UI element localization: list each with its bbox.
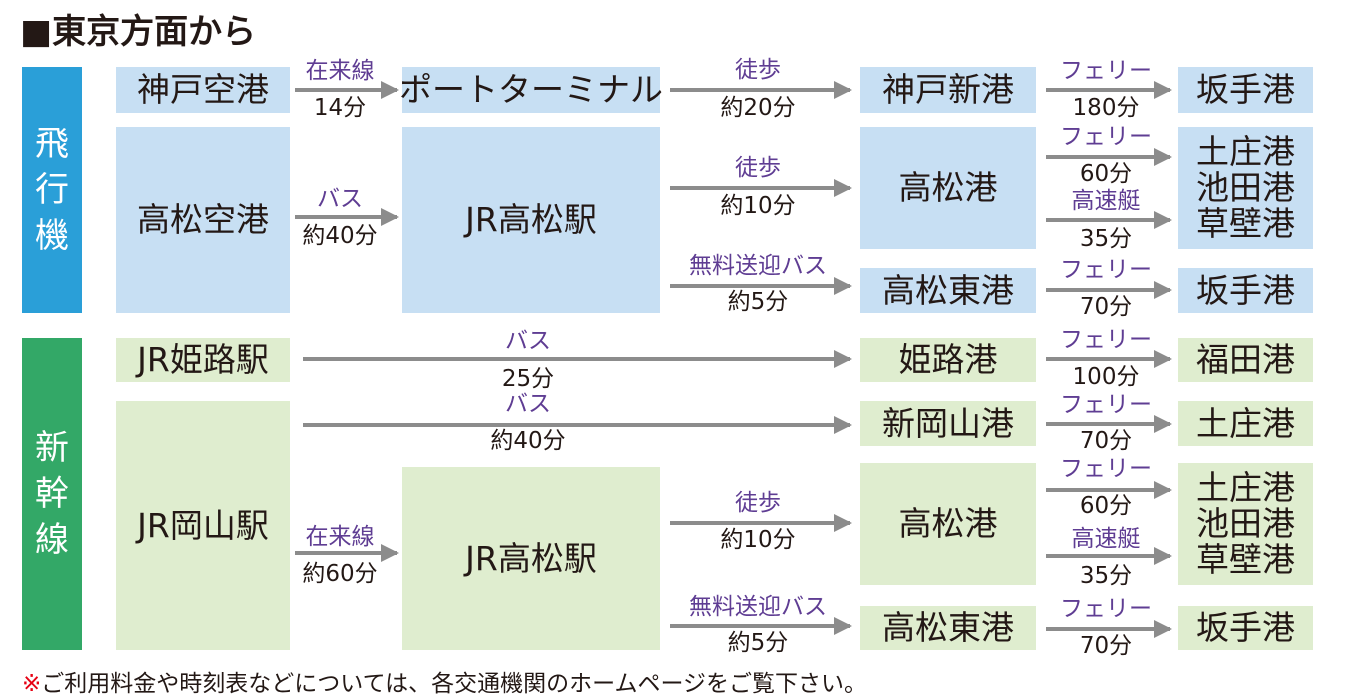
route-time: 60分	[1079, 161, 1133, 187]
box-sakate-port: 坂手港	[1178, 606, 1313, 650]
box-takamatsu-port: 高松港	[860, 463, 1036, 585]
route-mode: 高速艇	[1071, 526, 1141, 552]
box-sakate-port: 坂手港	[1178, 268, 1313, 313]
route-arrow	[303, 416, 852, 434]
route-arrow	[1046, 81, 1172, 99]
box-takamatsu-higashi-port: 高松東港	[860, 268, 1036, 313]
port-name: 草壁港	[1196, 540, 1295, 579]
box-tonosho-port: 土庄港	[1178, 401, 1313, 446]
box-jr-himeji-station: JR姫路駅	[116, 338, 290, 382]
section-shinkansen-char: 幹	[35, 474, 69, 514]
route-mode: フェリー	[1060, 327, 1152, 353]
route-arrow	[1046, 415, 1172, 433]
note-mark: ※	[22, 671, 42, 697]
box-jr-okayama-station: JR岡山駅	[116, 401, 290, 650]
route-mode: バス	[505, 391, 551, 417]
route-time: 35分	[1079, 563, 1133, 589]
route-time: 約5分	[727, 630, 789, 656]
box-shodoshima-ports: 土庄港 池田港 草壁港	[1178, 127, 1313, 249]
route-time: 約20分	[720, 95, 796, 121]
box-takamatsu-airport: 高松空港	[116, 127, 290, 313]
route-time: 70分	[1079, 428, 1133, 454]
route-mode: 徒歩	[735, 155, 781, 181]
route-arrow	[295, 208, 399, 226]
route-mode: フェリー	[1060, 596, 1152, 622]
route-mode: 在来線	[305, 58, 375, 84]
route-arrow	[670, 277, 852, 295]
route-time: 180分	[1072, 95, 1140, 121]
route-mode: 高速艇	[1071, 188, 1141, 214]
route-mode: 無料送迎バス	[689, 594, 827, 620]
route-arrow	[295, 81, 399, 99]
route-arrow	[1046, 547, 1172, 565]
route-arrow	[1046, 281, 1172, 299]
route-time: 70分	[1079, 294, 1133, 320]
note-text: ご利用料金や時刻表などについては、各交通機関のホームページをご覧下さい。	[41, 671, 867, 697]
page-title: ■東京方面から	[20, 12, 257, 52]
route-time: 14分	[313, 95, 367, 121]
route-arrow	[1046, 620, 1172, 638]
route-mode: 在来線	[305, 524, 375, 550]
box-sakate-port: 坂手港	[1178, 67, 1313, 113]
section-shinkansen-char: 新	[35, 428, 69, 468]
route-arrow	[670, 179, 852, 197]
box-port-terminal: ポートターミナル	[399, 67, 663, 113]
box-fukuda-port: 福田港	[1178, 338, 1313, 382]
port-name: 土庄港	[1196, 132, 1295, 171]
section-shinkansen-bar: 新 幹 線	[22, 338, 82, 650]
route-time: 70分	[1079, 633, 1133, 659]
route-arrow	[295, 544, 399, 562]
box-takamatsu-port: 高松港	[860, 127, 1036, 249]
route-time: 100分	[1072, 364, 1140, 390]
route-time: 25分	[501, 366, 555, 392]
section-airplane-char: 行	[35, 170, 69, 210]
section-shinkansen-char: 線	[35, 520, 69, 560]
route-mode: バス	[317, 186, 363, 212]
route-mode: フェリー	[1060, 456, 1152, 482]
route-mode: フェリー	[1060, 124, 1152, 150]
route-time: 約40分	[302, 223, 378, 249]
box-jr-takamatsu-station: JR高松駅	[402, 467, 660, 650]
port-name: 池田港	[1196, 504, 1295, 543]
route-time: 約60分	[302, 561, 378, 587]
footnote: ※ご利用料金や時刻表などについては、各交通機関のホームページをご覧下さい。	[22, 664, 867, 698]
port-name: 池田港	[1196, 168, 1295, 207]
route-time: 約10分	[720, 193, 796, 219]
route-mode: フェリー	[1060, 392, 1152, 418]
route-time: 約5分	[727, 289, 789, 315]
route-mode: 徒歩	[735, 57, 781, 83]
section-airplane-char: 飛	[35, 124, 69, 164]
route-mode: フェリー	[1060, 58, 1152, 84]
section-airplane-bar: 飛 行 機	[22, 67, 82, 313]
route-time: 約10分	[720, 527, 796, 553]
box-jr-takamatsu-station: JR高松駅	[402, 127, 660, 313]
route-arrow	[670, 514, 852, 532]
route-arrow	[1046, 481, 1172, 499]
route-time: 35分	[1079, 226, 1133, 252]
route-arrow	[303, 350, 852, 368]
route-time: 60分	[1079, 493, 1133, 519]
route-mode: バス	[505, 328, 551, 354]
box-takamatsu-higashi-port: 高松東港	[860, 606, 1036, 650]
box-shin-okayama-port: 新岡山港	[860, 401, 1036, 446]
route-arrow	[670, 81, 852, 99]
box-kobe-shinko: 神戸新港	[860, 67, 1036, 113]
route-arrow	[670, 617, 852, 635]
route-mode: フェリー	[1060, 257, 1152, 283]
box-shodoshima-ports: 土庄港 池田港 草壁港	[1178, 463, 1313, 585]
port-name: 草壁港	[1196, 204, 1295, 243]
route-arrow	[1046, 350, 1172, 368]
port-name: 土庄港	[1196, 468, 1295, 507]
route-arrow	[1046, 148, 1172, 166]
section-airplane-char: 機	[35, 216, 69, 256]
box-himeji-port: 姫路港	[860, 338, 1036, 382]
box-kobe-airport: 神戸空港	[116, 67, 290, 113]
route-mode: 無料送迎バス	[689, 253, 827, 279]
route-mode: 徒歩	[735, 490, 781, 516]
route-arrow	[1046, 211, 1172, 229]
route-time: 約40分	[490, 428, 566, 454]
